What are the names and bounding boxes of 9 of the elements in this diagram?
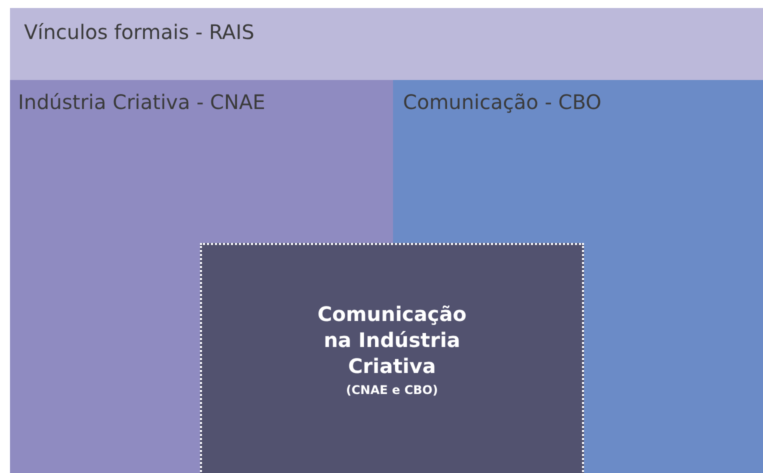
box-subtitle: (CNAE e CBO) xyxy=(346,383,438,397)
region-label: Comunicação - CBO xyxy=(403,90,602,114)
outer-region xyxy=(10,8,763,473)
category-region xyxy=(393,80,763,243)
region-label: Vínculos formais - RAIS xyxy=(24,20,254,44)
intersection-box xyxy=(200,243,584,473)
box-title: Comunicação na Indústria Criativa xyxy=(316,301,468,379)
region-label: Indústria Criativa - CNAE xyxy=(18,90,266,114)
category-region xyxy=(10,80,393,243)
